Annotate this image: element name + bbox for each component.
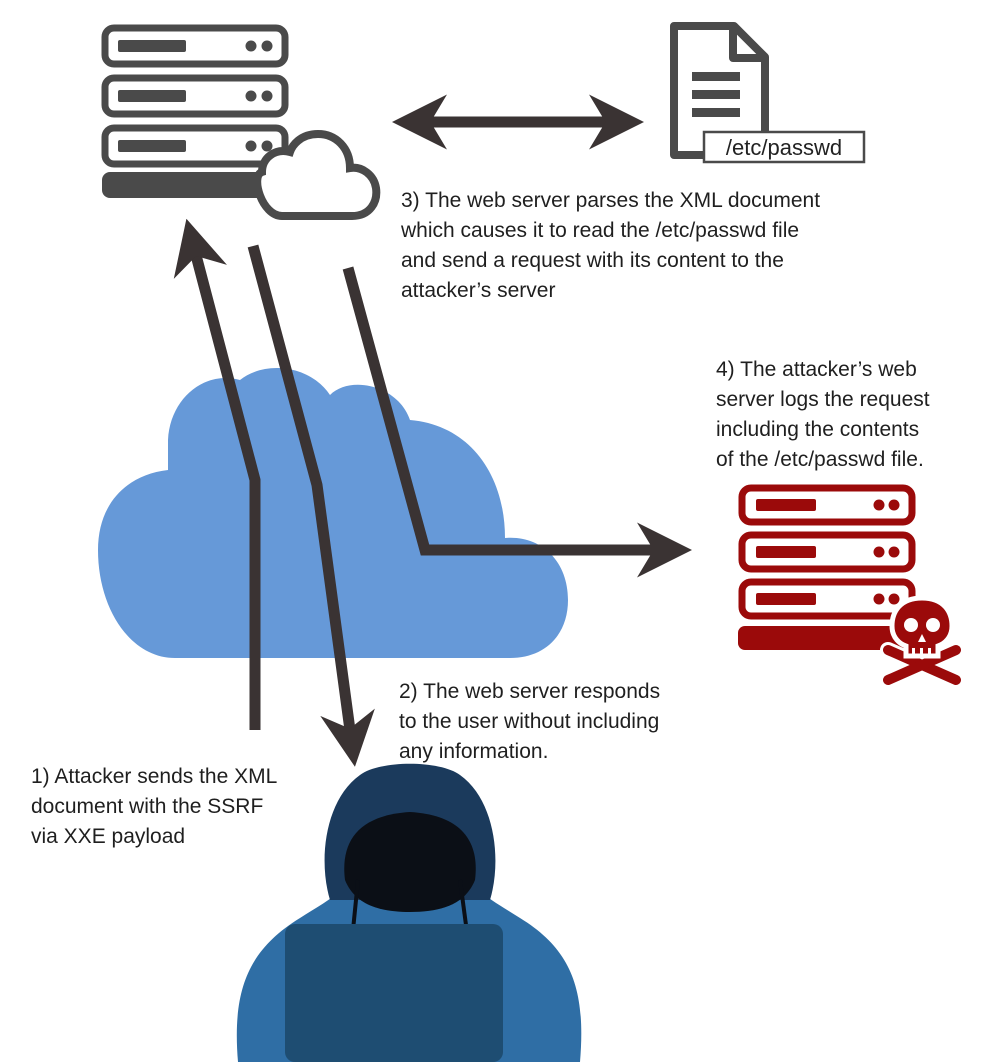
small-cloud-icon	[253, 129, 381, 220]
step3-line: 3) The web server parses the XML documen…	[401, 189, 821, 212]
internet-cloud-icon	[98, 368, 568, 658]
step1-line: document with the SSRF	[31, 795, 264, 818]
file-icon	[670, 22, 769, 159]
step2-caption: 2) The web server responds to the user w…	[399, 677, 660, 767]
file-label: /etc/passwd	[702, 130, 866, 164]
step2-line: to the user without including	[399, 710, 660, 733]
step3-caption: 3) The web server parses the XML documen…	[401, 186, 820, 306]
hacker-icon	[236, 763, 582, 1062]
step1-caption: 1) Attacker sends the XML document with …	[31, 762, 277, 852]
skull-crossbones-icon	[880, 595, 964, 688]
step4-line: of the /etc/passwd file.	[716, 448, 924, 471]
hood-face	[344, 812, 476, 912]
step4-line: 4) The attacker’s web	[716, 358, 917, 381]
web-server-icon	[101, 24, 289, 198]
file-label-text: /etc/passwd	[726, 135, 842, 160]
step4-line: server logs the request	[716, 388, 930, 411]
step1-line: via XXE payload	[31, 825, 186, 848]
exfil-arrow	[342, 266, 692, 578]
request-arrow-up	[173, 218, 261, 730]
step3-line: which causes it to read the /etc/passwd …	[401, 219, 800, 242]
response-arrow-down	[247, 244, 375, 767]
step3-line: attacker’s server	[401, 279, 556, 302]
laptop-icon	[285, 924, 503, 1062]
step4-caption: 4) The attacker’s web server logs the re…	[716, 355, 930, 475]
step3-line: and send a request with its content to t…	[401, 249, 784, 272]
step1-line: 1) Attacker sends the XML	[31, 765, 278, 788]
step2-line: 2) The web server responds	[399, 680, 661, 703]
step4-line: including the contents	[716, 418, 920, 441]
step2-line: any information.	[399, 740, 549, 763]
attacker-server-icon	[738, 484, 916, 650]
